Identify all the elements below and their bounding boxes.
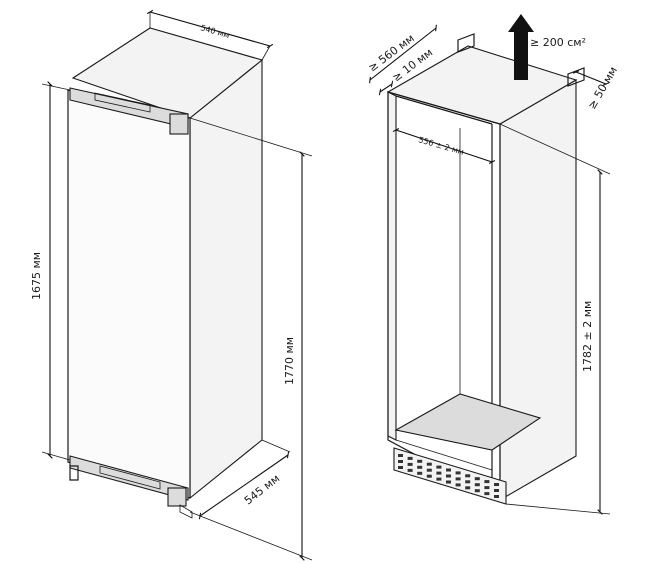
vent-slot <box>417 465 423 469</box>
fridge-drawing: 540 мм 1675 мм 1770 мм 545 мм <box>30 9 313 561</box>
fridge-depth-label: 545 мм <box>242 472 282 508</box>
vent-slot <box>407 468 413 472</box>
vent-slot <box>426 462 432 466</box>
vent-slot <box>398 454 403 457</box>
vent-slot <box>455 483 461 487</box>
vent-slot <box>446 480 451 484</box>
vent-slot <box>484 486 490 490</box>
vent-grille <box>398 454 499 498</box>
vent-slot <box>465 486 471 490</box>
vent-slot <box>494 489 499 492</box>
fridge-door-height-label: 1675 мм <box>30 252 43 300</box>
dim-line-depth <box>198 451 290 520</box>
fridge-door <box>67 89 191 499</box>
fridge-side-panel <box>189 58 263 500</box>
niche-floor <box>394 393 542 451</box>
vent-slot <box>417 471 423 475</box>
ventilation-label: ≥ 200 см² <box>530 36 586 49</box>
vent-slot <box>436 477 442 481</box>
vent-slot <box>455 471 461 475</box>
bottom-hinge-bracket <box>167 487 187 507</box>
ventilation-arrow <box>508 14 534 80</box>
fridge-total-height-label: 1770 мм <box>283 337 296 385</box>
vent-slot <box>474 483 480 487</box>
fridge-width-label: 540 мм <box>199 23 230 40</box>
vent-slot <box>426 468 432 472</box>
vent-slot <box>426 474 432 478</box>
vent-slot <box>494 483 499 486</box>
vent-slot <box>446 474 451 478</box>
vent-slot <box>455 477 461 481</box>
vent-slot <box>465 480 471 484</box>
dim-line-niche-depth <box>369 24 437 84</box>
vent-slot <box>474 489 480 493</box>
niche-drawing: ≥ 200 см² ≥ 560 мм ≥ 10 мм ≥ 50 мм 556 ±… <box>366 14 620 515</box>
dim-line-niche-width <box>392 128 496 164</box>
vent-slot <box>484 492 490 496</box>
vent-slot <box>446 468 451 472</box>
vent-slot <box>398 466 403 469</box>
dim-line-width <box>146 9 274 49</box>
niche-height-label: 1782 ± 2 мм <box>581 301 594 372</box>
vent-slot <box>494 495 499 498</box>
niche-width-label: 556 ± 2 мм <box>417 135 464 157</box>
fridge-foot <box>69 465 79 481</box>
vent-slot <box>436 471 442 475</box>
dim-line-top-clearance <box>572 70 610 86</box>
niche-left-wall <box>387 91 397 441</box>
vent-slot <box>474 477 480 481</box>
top-hinge-bracket <box>169 113 189 135</box>
vent-slot <box>417 459 423 463</box>
vent-slot <box>465 474 471 478</box>
vent-slot <box>407 462 413 466</box>
vent-slot <box>398 460 403 463</box>
vent-slot <box>436 465 442 469</box>
niche-top-clearance-label: ≥ 50 мм <box>585 64 620 111</box>
vent-slot <box>484 480 490 484</box>
vent-slot <box>407 456 413 460</box>
dim-line-gap <box>378 80 394 96</box>
